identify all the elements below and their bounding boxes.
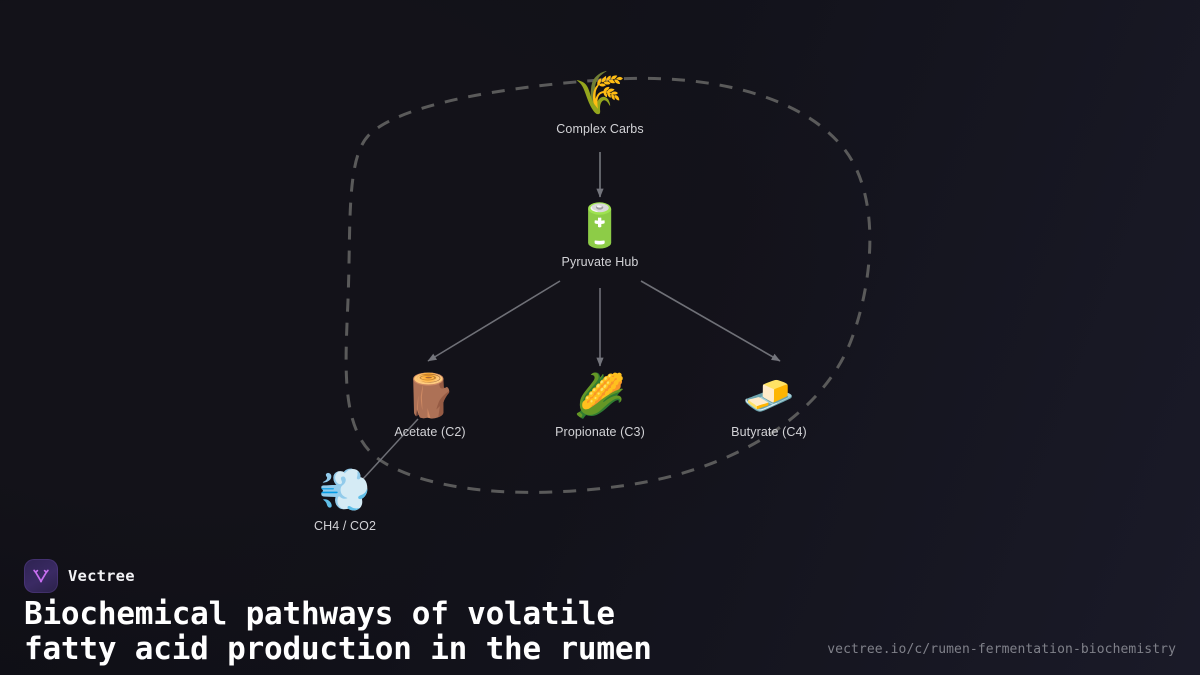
ear-of-corn-icon: 🌽 — [573, 371, 627, 420]
battery-icon: 🔋 — [573, 201, 627, 250]
node-label-pyruvate-hub: Pyruvate Hub — [561, 255, 639, 269]
node-pyruvate-hub[interactable]: 🔋 Pyruvate Hub — [525, 205, 675, 271]
node-complex-carbs[interactable]: 🌾 Complex Carbs — [525, 72, 675, 138]
pathway-diagram-canvas: 🌾 Complex Carbs 🔋 Pyruvate Hub 🪵 Acetate… — [270, 72, 872, 535]
source-url: vectree.io/c/rumen-fermentation-biochemi… — [827, 642, 1176, 657]
sheaf-of-rice-icon: 🌾 — [573, 68, 627, 117]
node-ch4-co2[interactable]: 💨 CH4 / CO2 — [270, 469, 420, 535]
node-label-butyrate: Butyrate (C4) — [731, 425, 807, 439]
wood-log-icon: 🪵 — [403, 371, 457, 420]
dashing-away-icon: 💨 — [318, 465, 372, 514]
footer: Vectree Biochemical pathways of volatile… — [0, 545, 1200, 675]
brand-name: Vectree — [68, 567, 135, 585]
node-label-acetate: Acetate (C2) — [394, 425, 466, 439]
brand: Vectree — [24, 559, 135, 593]
node-butyrate[interactable]: 🧈 Butyrate (C4) — [694, 375, 844, 441]
page-title-line-2: fatty acid production in the rumen — [24, 631, 652, 667]
butter-icon: 🧈 — [742, 371, 796, 420]
node-label-complex-carbs: Complex Carbs — [556, 122, 644, 136]
node-label-propionate: Propionate (C3) — [555, 425, 645, 439]
page-title-line-1: Biochemical pathways of volatile — [24, 596, 615, 632]
edge-pyruvate-to-butyrate — [640, 280, 781, 362]
vectree-logo-icon — [24, 559, 58, 593]
node-label-ch4-co2: CH4 / CO2 — [313, 519, 377, 533]
node-acetate[interactable]: 🪵 Acetate (C2) — [355, 375, 505, 441]
edge-pyruvate-to-acetate — [427, 280, 561, 362]
node-propionate[interactable]: 🌽 Propionate (C3) — [525, 375, 675, 441]
